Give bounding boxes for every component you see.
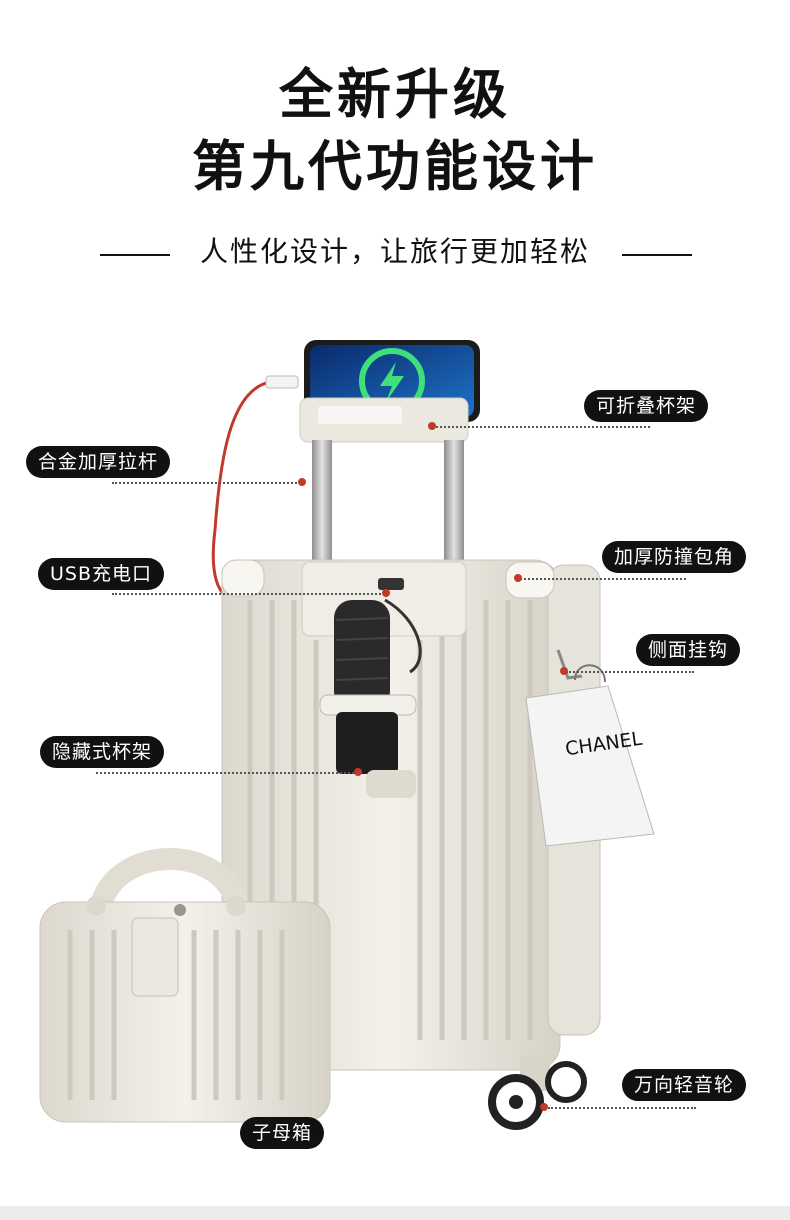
leader-side-hook — [566, 671, 694, 673]
marker-reinforced-corners — [514, 574, 522, 582]
leader-silent-wheels — [548, 1107, 696, 1109]
subtitle-left-rule — [100, 254, 170, 256]
leader-hidden-cup-holder — [96, 772, 358, 774]
marker-foldable-cup-holder — [428, 422, 436, 430]
subtitle-right-rule — [622, 254, 692, 256]
marker-silent-wheels — [540, 1103, 548, 1111]
suitcase-illustration: CHANEL — [39, 340, 655, 1130]
callout-foldable-cup-holder: 可折叠杯架 — [584, 390, 709, 422]
callout-mini-case: 子母箱 — [240, 1117, 325, 1149]
callout-hidden-cup-holder: 隐藏式杯架 — [40, 736, 165, 768]
subtitle: 人性化设计，让旅行更加轻松 — [199, 235, 590, 268]
callout-silent-wheels: 万向轻音轮 — [622, 1069, 747, 1101]
leader-reinforced-corners — [520, 578, 686, 580]
callout-usb-port: USB充电口 — [38, 558, 165, 590]
marker-usb-port — [382, 589, 390, 597]
marker-side-hook — [560, 667, 568, 675]
leader-alloy-handle — [112, 482, 304, 484]
callout-side-hook: 侧面挂钩 — [636, 634, 741, 666]
leader-usb-port — [112, 593, 388, 595]
subtitle-row: 人性化设计，让旅行更加轻松 — [0, 232, 790, 272]
shopping-bag-icon — [525, 664, 655, 847]
marker-hidden-cup-holder — [354, 768, 362, 776]
leader-foldable-cup-holder — [436, 426, 650, 428]
callout-alloy-handle: 合金加厚拉杆 — [26, 446, 171, 478]
headline-line-1: 全新升级 — [279, 63, 511, 126]
callout-reinforced-corners: 加厚防撞包角 — [602, 541, 747, 573]
headline-line-2: 第九代功能设计 — [192, 135, 598, 198]
marker-alloy-handle — [298, 478, 306, 486]
footer-strip — [0, 1206, 790, 1220]
